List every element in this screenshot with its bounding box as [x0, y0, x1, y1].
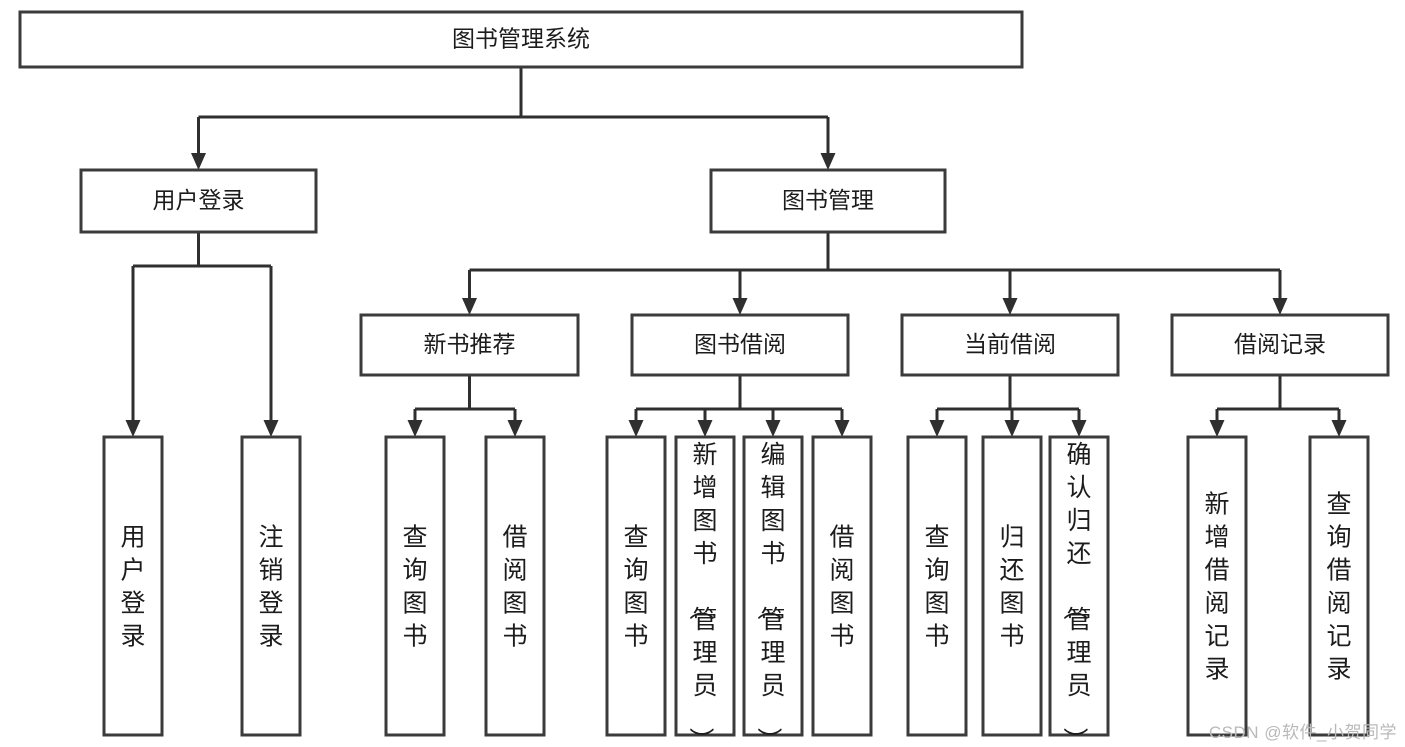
node-leaf-4[interactable]: 查询图书	[605, 435, 667, 737]
node-level2-0[interactable]: 用户登录	[79, 168, 318, 234]
edge-leaf-1-1	[507, 409, 523, 437]
node-leaf-11-rect[interactable]	[1186, 435, 1248, 737]
node-level3-label-1: 图书借阅	[694, 331, 786, 357]
edge-leaf-3-2	[1071, 409, 1087, 437]
node-level2-0-rect[interactable]	[79, 168, 318, 234]
node-leaf-label-6: 编辑图书（管理员）	[754, 441, 785, 747]
node-level3-label-0: 新书推荐	[424, 331, 516, 357]
edge-leaf-0-1	[263, 266, 279, 437]
node-leaf-5[interactable]: 新增图书（管理员）	[674, 435, 736, 747]
node-leaf-5-rect[interactable]	[674, 435, 736, 737]
node-level3-label-2: 当前借阅	[964, 331, 1056, 357]
edge-l2-to-l3-0	[462, 270, 477, 315]
node-leaf-7[interactable]: 借阅图书	[811, 435, 873, 737]
node-level2-1-rect[interactable]	[709, 168, 947, 234]
edge-l2-to-l3-2	[1002, 270, 1018, 315]
node-level3-0-rect[interactable]	[359, 313, 580, 377]
node-leaf-8[interactable]: 查询图书	[906, 435, 968, 737]
node-level2-1[interactable]: 图书管理	[709, 168, 947, 234]
node-level3-3[interactable]: 借阅记录	[1170, 313, 1390, 377]
node-root-rect[interactable]	[18, 10, 1024, 69]
node-leaf-0[interactable]: 用户登录	[102, 435, 164, 737]
node-level3-3-rect[interactable]	[1170, 313, 1390, 377]
node-leaf-label-9: 归还图书	[999, 524, 1024, 651]
node-leaf-label-5: 新增图书（管理员）	[686, 441, 717, 747]
node-root-label: 图书管理系统	[452, 26, 590, 52]
node-leaf-0-rect[interactable]	[102, 435, 164, 737]
edge-root-to-1	[820, 117, 836, 170]
node-leaf-label-2: 查询图书	[402, 524, 427, 651]
edge-leaf-2-1	[697, 409, 713, 437]
edge-l2-to-l3-1	[732, 270, 748, 315]
edge-leaf-3-0	[929, 409, 945, 437]
edge-leaf-2-0	[628, 409, 644, 437]
node-leaf-2-rect[interactable]	[384, 435, 446, 737]
node-leaf-6-rect[interactable]	[742, 435, 804, 737]
nodes-layer: 图书管理系统用户登录图书管理新书推荐图书借阅当前借阅借阅记录用户登录注销登录查询…	[18, 10, 1390, 747]
connectors-layer	[125, 67, 1347, 437]
edge-l2-to-l3-3	[1272, 270, 1288, 315]
node-leaf-label-11: 新增借阅记录	[1204, 491, 1229, 684]
node-leaf-4-rect[interactable]	[605, 435, 667, 737]
node-leaf-7-rect[interactable]	[811, 435, 873, 737]
edge-leaf-0-0	[125, 266, 141, 437]
node-leaf-9-rect[interactable]	[981, 435, 1043, 737]
node-leaf-10-rect[interactable]	[1048, 435, 1110, 737]
node-leaf-8-rect[interactable]	[906, 435, 968, 737]
node-level3-2[interactable]: 当前借阅	[900, 313, 1120, 377]
edge-leaf-2-3	[834, 409, 850, 437]
node-leaf-1-rect[interactable]	[240, 435, 302, 737]
node-leaf-label-10: 确认归还（管理员）	[1060, 441, 1091, 747]
edge-root-to-0	[191, 117, 206, 170]
node-leaf-label-12: 查询借阅记录	[1326, 491, 1351, 684]
node-leaf-1[interactable]: 注销登录	[240, 435, 302, 737]
node-leaf-12-rect[interactable]	[1308, 435, 1370, 737]
node-level3-2-rect[interactable]	[900, 313, 1120, 377]
node-leaf-9[interactable]: 归还图书	[981, 435, 1043, 737]
edge-leaf-4-1	[1331, 409, 1347, 437]
node-root[interactable]: 图书管理系统	[18, 10, 1024, 69]
node-leaf-3-rect[interactable]	[484, 435, 546, 737]
edge-leaf-1-0	[407, 409, 423, 437]
node-leaf-2[interactable]: 查询图书	[384, 435, 446, 737]
node-leaf-label-1: 注销登录	[258, 524, 283, 651]
edge-leaf-4-0	[1209, 409, 1225, 437]
node-leaf-3[interactable]: 借阅图书	[484, 435, 546, 737]
node-leaf-label-0: 用户登录	[120, 524, 145, 651]
edge-leaf-3-1	[1004, 409, 1020, 437]
node-leaf-label-7: 借阅图书	[829, 524, 854, 651]
node-level2-label-1: 图书管理	[782, 187, 874, 213]
watermark-text: CSDN @软件_小贺同学	[1208, 723, 1397, 742]
node-level2-label-0: 用户登录	[153, 187, 245, 213]
node-level3-1-rect[interactable]	[630, 313, 850, 377]
edge-leaf-2-2	[765, 409, 781, 437]
node-leaf-label-4: 查询图书	[623, 524, 648, 651]
node-leaf-10[interactable]: 确认归还（管理员）	[1048, 435, 1110, 747]
node-leaf-label-3: 借阅图书	[502, 524, 527, 651]
node-level3-label-3: 借阅记录	[1234, 331, 1326, 357]
node-level3-1[interactable]: 图书借阅	[630, 313, 850, 377]
node-level3-0[interactable]: 新书推荐	[359, 313, 580, 377]
node-leaf-12[interactable]: 查询借阅记录	[1308, 435, 1370, 737]
node-leaf-label-8: 查询图书	[924, 524, 949, 651]
node-leaf-11[interactable]: 新增借阅记录	[1186, 435, 1248, 737]
node-leaf-6[interactable]: 编辑图书（管理员）	[742, 435, 804, 747]
